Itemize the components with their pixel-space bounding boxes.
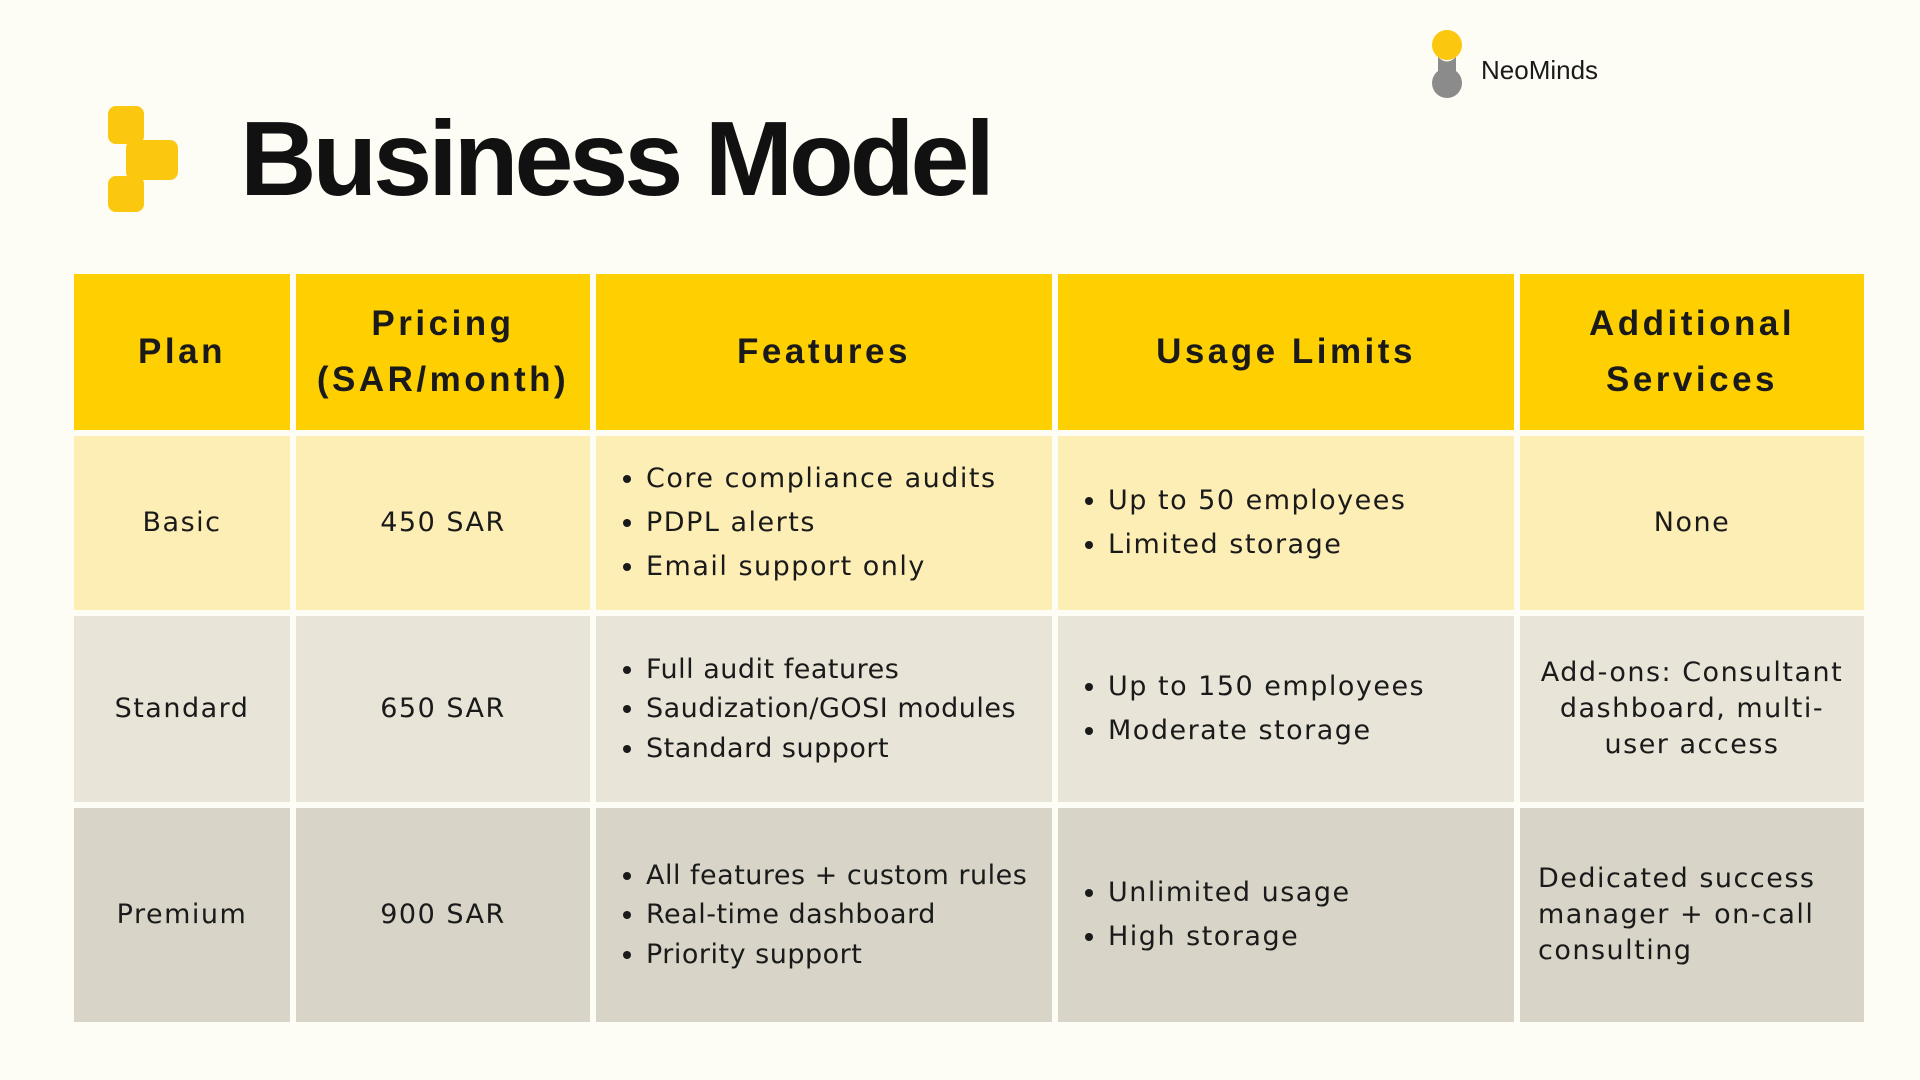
features-list: All features + custom rules Real-time da… xyxy=(614,856,1034,973)
feature-item: Core compliance audits xyxy=(646,457,1034,501)
limits-list: Unlimited usage High storage xyxy=(1076,871,1496,958)
feature-item: All features + custom rules xyxy=(646,856,1034,895)
table-row-premium: Premium 900 SAR All features + custom ru… xyxy=(74,808,1864,1022)
title-row: Business Model xyxy=(106,100,995,218)
table-row-basic: Basic 450 SAR Core compliance audits PDP… xyxy=(74,436,1864,610)
limit-item: High storage xyxy=(1108,915,1496,959)
features-cell: Core compliance audits PDPL alerts Email… xyxy=(596,436,1052,610)
limit-item: Limited storage xyxy=(1108,523,1496,567)
features-list: Core compliance audits PDPL alerts Email… xyxy=(614,457,1034,588)
limits-list: Up to 150 employees Moderate storage xyxy=(1076,665,1496,752)
limit-item: Moderate storage xyxy=(1108,709,1496,753)
brand-logo: NeoMinds xyxy=(1429,30,1598,110)
column-header-additional-services: Additional Services xyxy=(1520,274,1864,430)
services-cell: Dedicated success manager + on-call cons… xyxy=(1520,808,1864,1022)
plan-cell: Basic xyxy=(74,436,290,610)
features-cell: Full audit features Saudization/GOSI mod… xyxy=(596,616,1052,802)
price-cell: 450 SAR xyxy=(296,436,590,610)
plan-cell: Standard xyxy=(74,616,290,802)
table-row-standard: Standard 650 SAR Full audit features Sau… xyxy=(74,616,1864,802)
price-cell: 650 SAR xyxy=(296,616,590,802)
services-cell: Add-ons: Consultant dashboard, multi-use… xyxy=(1520,616,1864,802)
features-list: Full audit features Saudization/GOSI mod… xyxy=(614,650,1034,767)
limit-item: Unlimited usage xyxy=(1108,871,1496,915)
column-header-usage-limits: Usage Limits xyxy=(1058,274,1514,430)
feature-item: Saudization/GOSI modules xyxy=(646,689,1034,728)
feature-item: Email support only xyxy=(646,545,1034,589)
column-header-pricing: Pricing (SAR/month) xyxy=(296,274,590,430)
column-header-features: Features xyxy=(596,274,1052,430)
puzzle-piece-icon xyxy=(108,106,178,212)
limits-list: Up to 50 employees Limited storage xyxy=(1076,479,1496,566)
limit-item: Up to 150 employees xyxy=(1108,665,1496,709)
feature-item: Standard support xyxy=(646,729,1034,768)
lightbulb-icon xyxy=(1432,30,1462,98)
features-cell: All features + custom rules Real-time da… xyxy=(596,808,1052,1022)
table-header-row: Plan Pricing (SAR/month) Features Usage … xyxy=(74,274,1864,430)
feature-item: Real-time dashboard xyxy=(646,895,1034,934)
brand-name: NeoMinds xyxy=(1481,54,1599,85)
pricing-table: Plan Pricing (SAR/month) Features Usage … xyxy=(68,268,1870,1028)
plan-cell: Premium xyxy=(74,808,290,1022)
price-cell: 900 SAR xyxy=(296,808,590,1022)
column-header-plan: Plan xyxy=(74,274,290,430)
feature-item: PDPL alerts xyxy=(646,501,1034,545)
services-cell: None xyxy=(1520,436,1864,610)
feature-item: Full audit features xyxy=(646,650,1034,689)
limit-item: Up to 50 employees xyxy=(1108,479,1496,523)
limits-cell: Up to 50 employees Limited storage xyxy=(1058,436,1514,610)
page-title: Business Model xyxy=(240,100,995,218)
feature-item: Priority support xyxy=(646,935,1034,974)
limits-cell: Up to 150 employees Moderate storage xyxy=(1058,616,1514,802)
limits-cell: Unlimited usage High storage xyxy=(1058,808,1514,1022)
